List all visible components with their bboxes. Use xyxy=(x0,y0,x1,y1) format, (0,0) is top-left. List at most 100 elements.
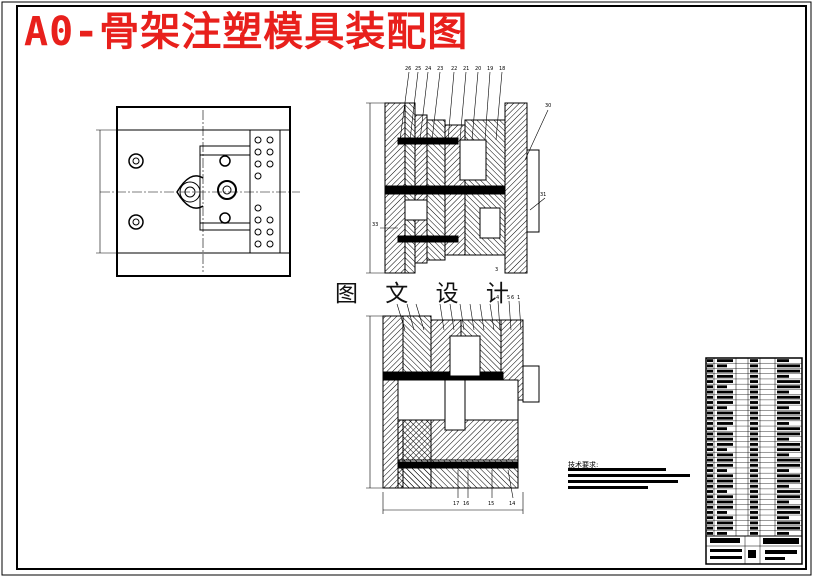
parts-list-cell-text xyxy=(777,395,800,399)
parts-list-cell-text xyxy=(707,411,713,415)
parts-list-cell-text xyxy=(750,448,758,452)
parts-list-cell-text xyxy=(707,511,713,514)
drawing-title: A0-骨架注塑模具装配图 xyxy=(24,9,469,55)
parts-list-cell-text xyxy=(777,374,789,378)
callout-21: 21 xyxy=(463,66,469,72)
parts-list-cell-text xyxy=(777,411,800,415)
parts-list-cell-text xyxy=(707,390,713,394)
parts-list-cell-text xyxy=(777,521,800,525)
parts-list-cell-text xyxy=(777,490,800,493)
callout-30: 30 xyxy=(545,103,551,109)
parts-list-cell-text xyxy=(717,511,727,514)
parts-list-cell-text xyxy=(707,406,713,410)
parts-list-cell-text xyxy=(777,479,800,483)
parts-list-cell-text xyxy=(717,369,733,373)
parts-list-cell-text xyxy=(777,531,789,535)
callout-17: 17 xyxy=(453,501,459,507)
parts-list-cell-text xyxy=(750,427,758,431)
parts-list-cell-text xyxy=(707,432,713,436)
parts-list-cell-text xyxy=(717,484,733,488)
parts-list-cell-text xyxy=(750,385,758,389)
parts-list-cell-text xyxy=(750,479,758,483)
parts-list-cell-text xyxy=(717,458,733,462)
callout-16: 16 xyxy=(463,501,469,507)
parts-list-cell-text xyxy=(717,385,727,389)
parts-list-cell-text xyxy=(777,463,800,467)
callout-14: 14 xyxy=(509,501,515,507)
parts-list-table xyxy=(705,357,803,565)
parts-list-cell-text xyxy=(707,401,713,404)
parts-list-cell-text xyxy=(707,437,713,441)
parts-list-cell-text xyxy=(750,458,758,462)
callout-6: 6 xyxy=(511,295,514,301)
parts-list-cell-text xyxy=(707,385,713,389)
parts-list-cell-text xyxy=(717,380,733,383)
callout-23: 23 xyxy=(437,66,443,72)
parts-list-cell-text xyxy=(777,406,789,410)
parts-list-cell-text xyxy=(707,484,713,488)
parts-list-cell-text xyxy=(707,442,713,446)
parts-list-cell-text xyxy=(707,500,713,504)
callout-20: 20 xyxy=(475,66,481,72)
parts-list-cell-text xyxy=(707,490,713,493)
parts-list-cell-text xyxy=(707,469,713,472)
tech-requirements-bars xyxy=(568,468,690,489)
parts-list-cell-text xyxy=(750,521,758,525)
parts-list-cell-text xyxy=(717,359,733,363)
callout-31: 31 xyxy=(540,192,546,198)
parts-list-cell-text xyxy=(750,406,758,410)
parts-list-cell-text xyxy=(750,374,758,378)
parts-list-cell-text xyxy=(707,526,713,530)
parts-list-cell-text xyxy=(717,442,733,446)
parts-list-cell-text xyxy=(717,401,733,404)
callout-4: 4 xyxy=(496,295,499,301)
parts-list-cell-text xyxy=(777,500,789,504)
parts-list-cell-text xyxy=(707,479,713,483)
callout-26: 26 xyxy=(405,66,411,72)
callout-19: 19 xyxy=(487,66,493,72)
parts-list-cell-text xyxy=(750,395,758,399)
parts-list-cell-text xyxy=(717,479,733,483)
parts-list-cell-text xyxy=(717,390,733,394)
parts-list-cell-text xyxy=(777,422,789,425)
watermark-text: 图 文 设 计 xyxy=(335,281,519,307)
parts-list-cell-text xyxy=(717,453,733,457)
parts-list-cell-text xyxy=(777,437,789,441)
parts-list-cell-text xyxy=(777,516,789,520)
callout-1: 1 xyxy=(517,295,520,301)
plan-view xyxy=(96,106,300,277)
section-view-bottom xyxy=(366,315,540,514)
parts-list-cell-text xyxy=(750,500,758,504)
parts-list-cell-text xyxy=(707,505,713,509)
parts-list-cell-text xyxy=(717,432,733,436)
parts-list-cell-text xyxy=(717,463,733,467)
parts-list-cell-text xyxy=(717,364,727,368)
parts-list-cell-text xyxy=(717,427,727,431)
parts-list-cell-text xyxy=(750,526,758,530)
parts-list-cell-text xyxy=(750,364,758,368)
parts-list-cell-text xyxy=(750,484,758,488)
parts-list-cell-text xyxy=(750,442,758,446)
callout-15: 15 xyxy=(488,501,494,507)
parts-list-cell-text xyxy=(750,411,758,415)
parts-list-cell-text xyxy=(750,511,758,514)
parts-list-cell-text xyxy=(777,526,800,530)
parts-list-cell-text xyxy=(777,385,800,389)
parts-list-cell-text xyxy=(750,416,758,420)
parts-list-cell-text xyxy=(750,401,758,404)
parts-list-cell-text xyxy=(750,531,758,535)
parts-list-cell-text xyxy=(750,469,758,472)
parts-list-cell-text xyxy=(717,406,727,410)
parts-list-cell-text xyxy=(707,369,713,373)
parts-list-cell-text xyxy=(717,448,727,452)
parts-list-cell-text xyxy=(750,380,758,383)
parts-list-cell-text xyxy=(707,359,713,363)
parts-list-cell-text xyxy=(777,380,800,383)
parts-list-cell-text xyxy=(717,516,733,520)
parts-list-cell-text xyxy=(717,474,733,478)
parts-list-cell-text xyxy=(707,458,713,462)
parts-list-cell-text xyxy=(717,490,727,493)
parts-list-cell-text xyxy=(707,531,713,535)
parts-list-cell-text xyxy=(707,474,713,478)
